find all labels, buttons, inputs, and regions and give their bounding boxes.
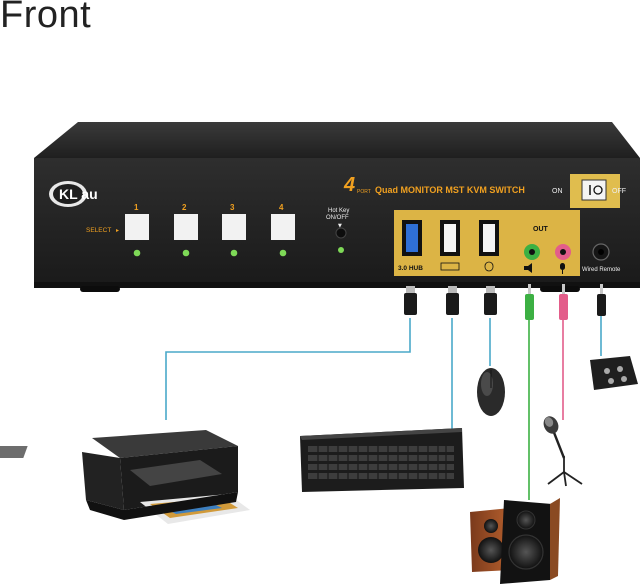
chassis-bottom-edge [34, 282, 640, 288]
mouse-usb-plug [484, 286, 497, 315]
speaker-audio-plug [525, 284, 534, 320]
foot-right [540, 286, 580, 292]
channel-led [230, 249, 238, 257]
speaker-jack-hole [529, 249, 535, 255]
select-arrow-icon: ▸ [116, 227, 119, 234]
wired-remote-label: Wired Remote [582, 267, 621, 273]
connection-lines [165, 316, 602, 500]
wired-remote-jack-hole [598, 249, 604, 255]
power-switch[interactable] [570, 174, 620, 208]
select-button-4[interactable]: 4 [271, 203, 295, 257]
select-button-1[interactable]: 1 [125, 203, 149, 257]
printer-usb-plug [404, 286, 417, 315]
hotkey-label-line1: Hot Key [328, 208, 349, 214]
hotkey-arrow-icon: ▼ [338, 223, 342, 229]
microphone-icon [543, 416, 583, 487]
wired-remote-icon [590, 356, 638, 390]
select-button-3[interactable]: 3 [222, 203, 246, 257]
mouse-port-icon [484, 261, 494, 272]
keyboard-icon [300, 428, 464, 492]
speaker-port-icon [524, 263, 532, 273]
foot-left [80, 286, 120, 292]
printer-icon [0, 430, 250, 524]
keyboard-port-icon [440, 262, 460, 271]
chassis-top [34, 122, 640, 158]
select-button-number: 2 [182, 203, 187, 212]
select-button-2[interactable]: 2 [174, 203, 198, 257]
select-button-number: 1 [134, 203, 139, 212]
channel-led [133, 249, 141, 257]
microphone-jack-hole [560, 249, 566, 255]
brand-logo-text: KL au [59, 186, 98, 202]
remote-audio-plug [597, 284, 606, 316]
hotkey-button[interactable] [335, 227, 347, 239]
usb3-port-insert [406, 224, 418, 252]
hotkey-led [338, 247, 344, 253]
product-name: 4 PORT Quad MONITOR MST KVM SWITCH [343, 174, 525, 196]
select-button-number: 4 [279, 203, 284, 212]
microphone-port-icon [560, 263, 565, 274]
speakers-icon [470, 498, 560, 584]
channel-led [279, 249, 287, 257]
port-word: PORT [357, 189, 371, 195]
printer-cable-line [165, 318, 411, 420]
brand-logo: KL au [49, 181, 98, 207]
page-title: Front [0, 0, 92, 36]
keyboard-usb-plug [446, 286, 459, 315]
select-button-number: 3 [230, 203, 235, 212]
keyboard-usb-port-insert [444, 224, 456, 252]
mouse-icon [477, 368, 505, 416]
product-title: Quad MONITOR MST KVM SWITCH [375, 185, 525, 195]
power-on-label: ON [552, 188, 563, 195]
audio-out-label: OUT [533, 226, 549, 233]
port-count: 4 [343, 174, 355, 196]
microphone-audio-plug [559, 284, 568, 320]
port-panel: 3.0 HUB OUT [394, 210, 580, 276]
mouse-usb-port-insert [483, 224, 495, 252]
usb-hub-label: 3.0 HUB [398, 265, 423, 272]
channel-led [182, 249, 190, 257]
hotkey-label-line2: ON/OFF [326, 215, 349, 221]
power-off-label: OFF [612, 188, 626, 195]
select-label: SELECT [86, 227, 111, 234]
